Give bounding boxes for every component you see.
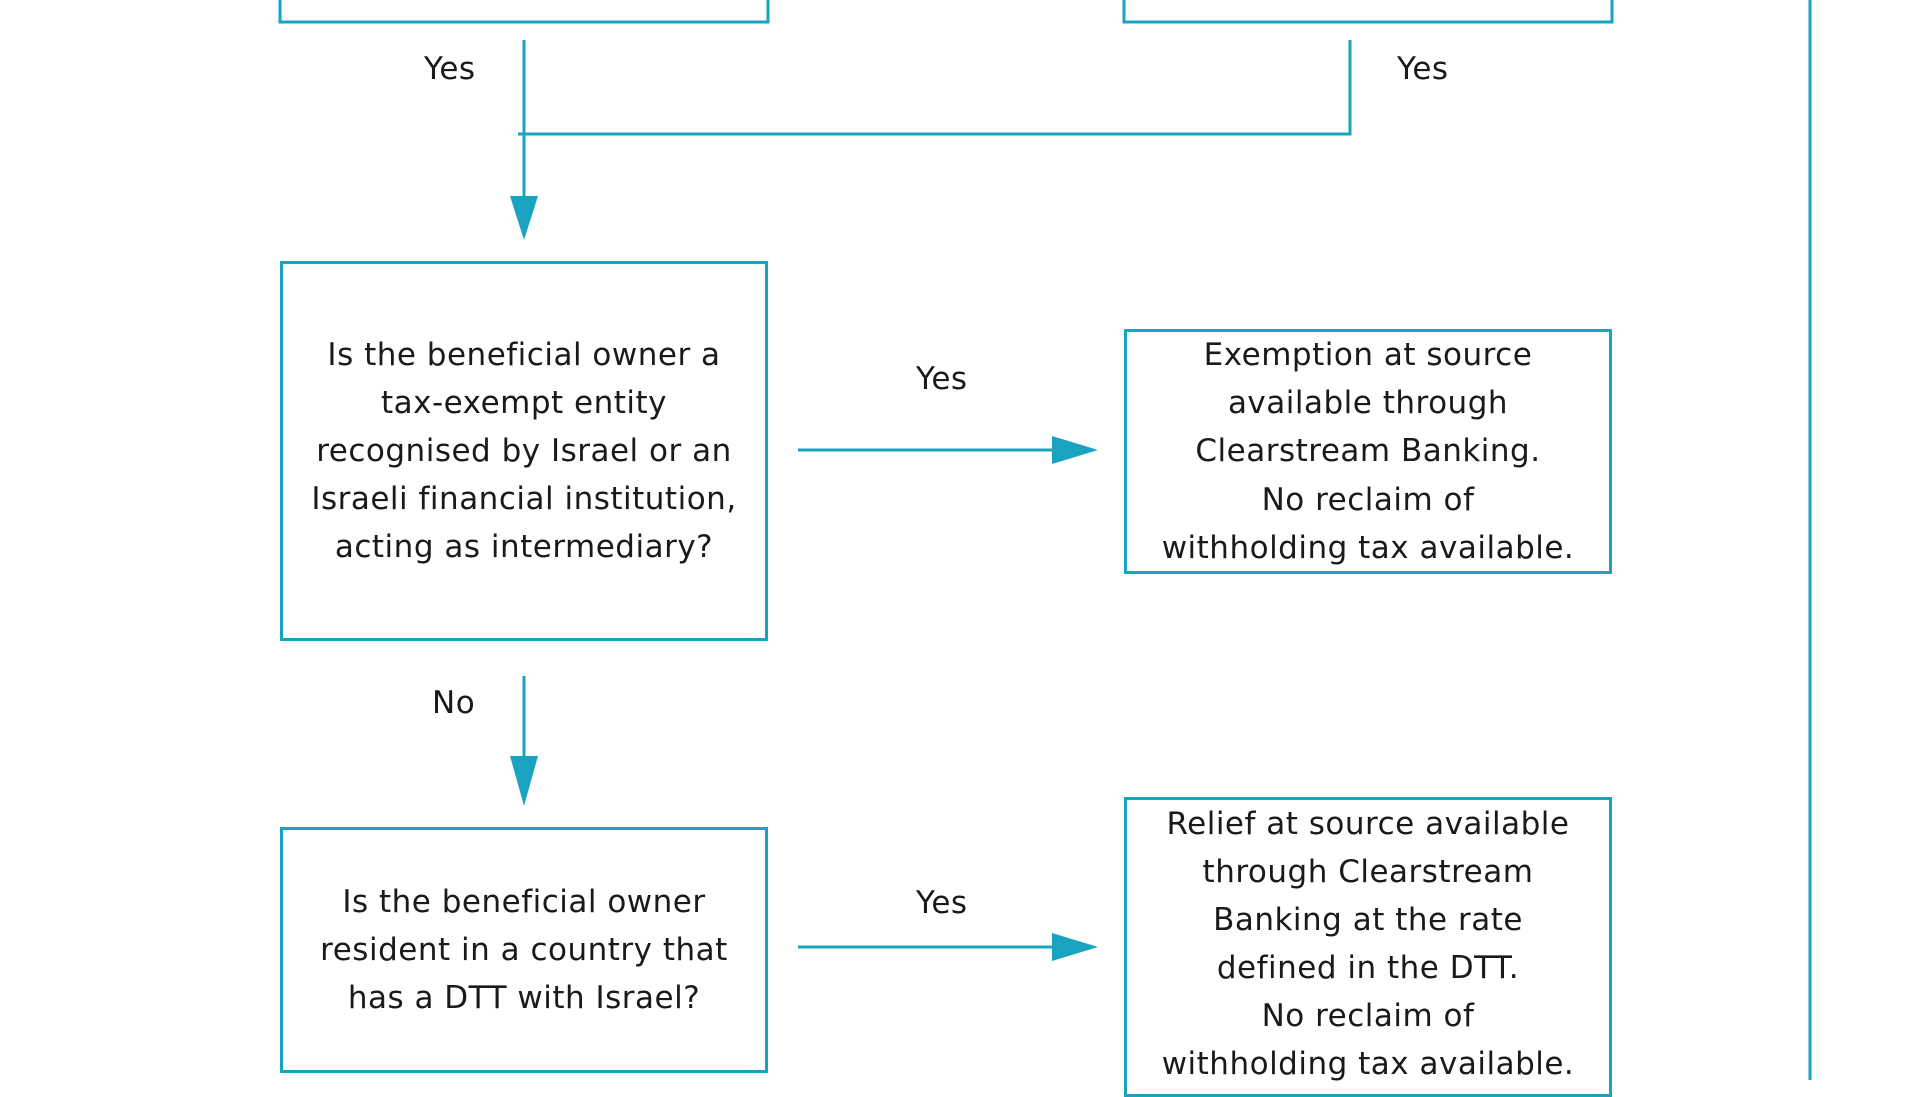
question-tax-exempt-text: Is the beneficial owner a tax-exempt ent… — [311, 336, 737, 566]
outcome-relief-at-source: Relief at source available through Clear… — [1124, 797, 1612, 1097]
arrow-to-relief-outcome — [1052, 933, 1098, 961]
outcome-exemption-text: Exemption at source available through Cl… — [1161, 337, 1575, 566]
label-yes-exemption: Yes — [916, 361, 968, 397]
label-no-dtt: No — [432, 685, 476, 721]
label-yes-relief: Yes — [916, 885, 968, 921]
arrow-to-exemption-outcome — [1052, 436, 1098, 464]
question-dtt-resident: Is the beneficial owner resident in a co… — [280, 827, 768, 1073]
top-right-box-edge — [1122, 0, 1614, 24]
outcome-exemption-at-source: Exemption at source available through Cl… — [1124, 329, 1612, 574]
outcome-relief-text: Relief at source available through Clear… — [1161, 806, 1575, 1083]
arrow-to-tax-exempt-question — [510, 196, 538, 240]
question-dtt-text: Is the beneficial owner resident in a co… — [320, 883, 728, 1017]
question-tax-exempt-entity: Is the beneficial owner a tax-exempt ent… — [280, 261, 768, 641]
connector-top-right-merge — [518, 40, 1352, 136]
label-yes-top-right: Yes — [1397, 51, 1449, 87]
label-yes-top-left: Yes — [424, 51, 476, 87]
arrow-to-dtt-question — [510, 756, 538, 806]
top-left-box-edge — [278, 0, 770, 24]
